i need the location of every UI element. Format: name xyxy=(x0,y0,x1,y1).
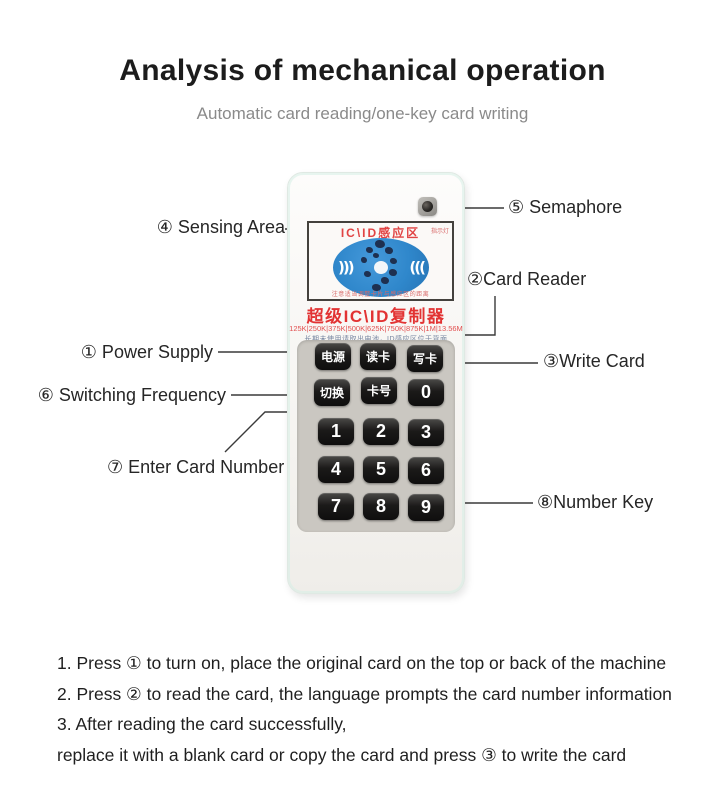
blob-decoration xyxy=(361,257,367,263)
button-switch: 切换 xyxy=(314,379,350,406)
page-subtitle: Automatic card reading/one-key card writ… xyxy=(196,104,529,123)
button-card-number: 卡号 xyxy=(361,377,397,404)
indicator-caption: 指示灯 xyxy=(430,229,449,235)
blob-decoration xyxy=(390,258,397,264)
callout-label-switching-frequency: ⑥ Switching Frequency xyxy=(37,385,226,405)
callout-label-number-key: ⑧Number Key xyxy=(537,492,654,512)
blob-decoration xyxy=(366,247,373,253)
callout-label-write-card: ③Write Card xyxy=(543,351,645,371)
callout-label-sensing-area: ④ Sensing Area xyxy=(156,217,285,237)
key-7: 7 xyxy=(318,493,354,520)
frequency-list: 125K|250K|375K|500K|625K|750K|875K|1M|13… xyxy=(289,324,463,333)
page-title: Analysis of mechanical operation xyxy=(119,54,606,87)
callout-label-power-supply: ① Power Supply xyxy=(80,342,213,362)
sensing-note: 注意适当调整卡片与感应区的距离 xyxy=(331,292,430,298)
card-copier-device: IC\ID感应区 指示灯 ))) ((( 注意适当调整卡片与感应区的距离 超级I… xyxy=(287,172,465,594)
instruction-line-2: 2. Press ② to read the card, the languag… xyxy=(57,683,672,704)
signal-waves-left-icon: ))) xyxy=(338,257,355,276)
instruction-line-3: 3. After reading the card successfully, xyxy=(57,714,347,734)
instructions-block: 1. Press ① to turn on, place the origina… xyxy=(57,648,687,770)
blob-decoration xyxy=(385,247,393,254)
key-8: 8 xyxy=(363,493,399,520)
sensing-graphic: ))) ((( xyxy=(333,238,429,297)
key-4: 4 xyxy=(318,456,354,483)
key-6: 6 xyxy=(408,457,444,484)
blob-decoration xyxy=(375,240,385,248)
key-2: 2 xyxy=(363,418,399,445)
callout-label-semaphore: ⑤ Semaphore xyxy=(508,197,623,217)
key-0: 0 xyxy=(408,379,444,406)
callout-label-enter-card-number: ⑦ Enter Card Number xyxy=(107,457,285,477)
button-power: 电源 xyxy=(315,343,351,370)
sensing-area-heading: IC\ID感应区 xyxy=(340,226,421,240)
blob-decoration xyxy=(373,253,379,258)
button-write-card: 写卡 xyxy=(407,345,443,372)
blob-decoration xyxy=(389,269,397,276)
led-lens xyxy=(422,201,433,212)
semaphore-led xyxy=(418,197,437,216)
blob-decoration xyxy=(372,284,381,291)
sensing-area-panel: IC\ID感应区 指示灯 ))) ((( 注意适当调整卡片与感应区的距离 xyxy=(307,221,454,301)
battery-note: 长期未使用请取出电池，ID感应区位于背面 xyxy=(288,334,464,344)
key-3: 3 xyxy=(408,419,444,446)
key-1: 1 xyxy=(318,418,354,445)
signal-waves-right-icon: ((( xyxy=(409,257,426,276)
key-9: 9 xyxy=(408,494,444,521)
blob-decoration xyxy=(364,271,371,277)
blob-decoration xyxy=(381,277,389,284)
callout-label-card-reader: ②Card Reader xyxy=(467,269,587,289)
brand-title: 超级IC\ID复制器 xyxy=(306,307,446,326)
key-5: 5 xyxy=(363,456,399,483)
sensing-center-dot xyxy=(374,261,388,274)
button-read-card: 读卡 xyxy=(360,343,396,370)
instruction-line-1: 1. Press ① to turn on, place the origina… xyxy=(57,653,667,673)
instruction-line-4: replace it with a blank card or copy the… xyxy=(57,744,627,765)
